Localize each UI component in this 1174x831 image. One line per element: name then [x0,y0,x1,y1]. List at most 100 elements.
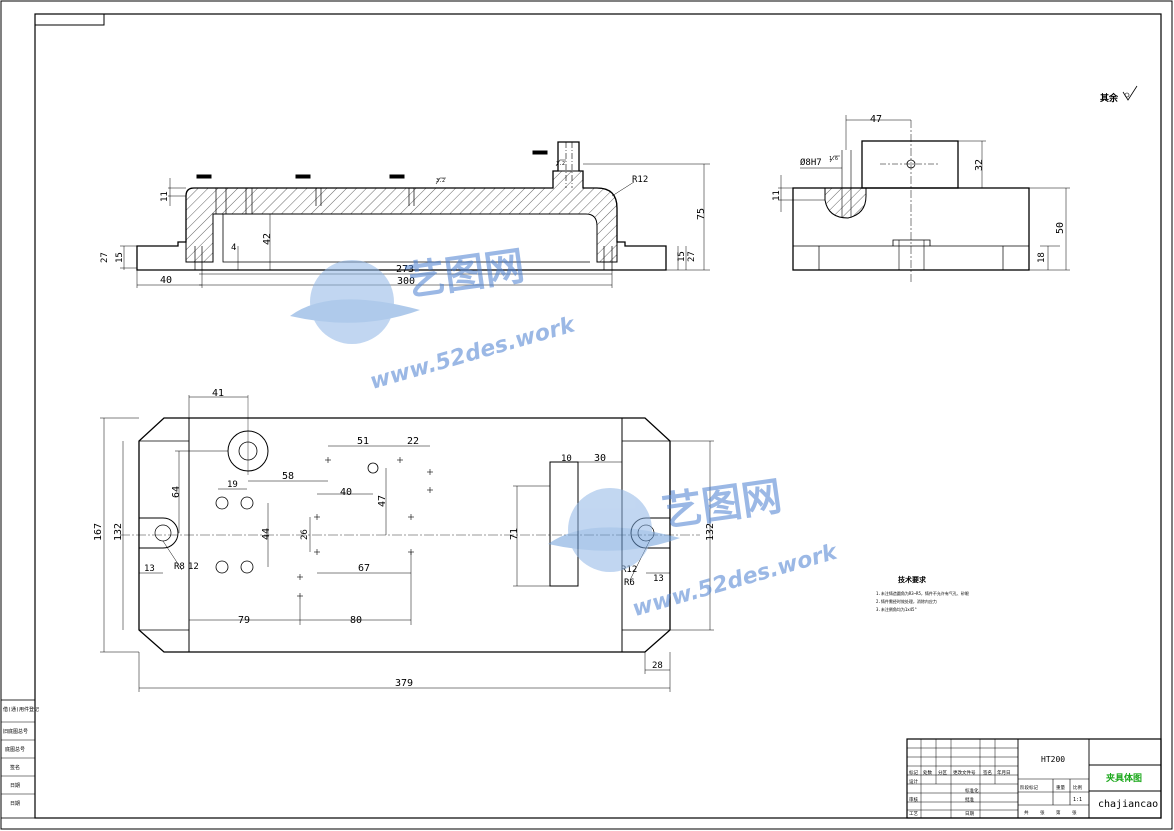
tv-dim-13-right: 13 [653,574,664,584]
tv-dim-51: 51 [357,436,369,447]
sv-dim-11: 11 [772,190,782,201]
sv-dim-47: 47 [870,114,882,125]
tv-dim-41: 41 [212,388,224,399]
left-strip: 借(通)用件登记 旧底图总号 底图总号 签名 日期 日期 [0,699,39,819]
tb-sheet-3: 第 [1056,809,1061,816]
tech-req-item-2: 2.铸件需经时效处理，消除内应力 [876,598,937,604]
surface-finish-note: 其余 [1100,85,1138,104]
fv-dim-300: 300 [397,276,415,287]
tv-dim-13-left: 13 [144,564,155,574]
tech-req-item-3: 3.未注倒角均为1x45° [876,606,917,612]
tv-dim-r12: R12 [621,565,637,575]
strip-label-5: 日期 [10,783,20,789]
title-block-text: 标记 处数 分区 更改文件号 签名 年月日 设计 标准化 审核 工艺 批准 日期… [909,755,1158,817]
tv-dim-79: 79 [238,615,250,626]
strip-label-1: 借(通)用件登记 [3,706,39,713]
fv-dim-273: 273 [396,264,414,275]
tv-dim-30: 30 [594,453,606,464]
tb-rev-h3: 分区 [938,769,947,776]
fv-dim-42: 42 [262,233,273,245]
surface-finish-label: 其余 [1100,92,1119,104]
tb-date: 日期 [965,811,974,817]
tv-dim-58: 58 [282,471,294,482]
tb-stage-h1: 阶段标记 [1020,784,1038,791]
tb-scale: 1:1 [1073,797,1082,803]
tv-dim-80: 80 [350,615,362,626]
tech-req-title: 技术要求 [898,575,927,584]
sv-roughness: 1.6 [829,156,838,162]
fv-dim-40: 40 [160,275,172,286]
tv-dim-40: 40 [340,487,352,498]
side-view-dimensions: 47 32 11 50 18 Ø8H7 1.6 [772,114,1066,263]
tv-dim-167: 167 [93,523,104,541]
tv-dim-10: 10 [561,454,572,464]
tb-approve: 批准 [965,796,974,803]
sv-dim-18: 18 [1037,252,1047,263]
watermark-1: 艺图网 www.52des.work [290,243,579,395]
fv-dim-27-right: 27 [687,251,697,262]
sv-dim-50: 50 [1055,222,1066,234]
fv-dim-27-left: 27 [100,252,110,263]
watermark-brand-1: 艺图网 [402,243,527,305]
front-view-dimensions: 11 75 42 4 27 15 40 273 300 27 15 R12 3.… [100,161,707,287]
fv-dim-4: 4 [231,243,236,253]
tv-dim-379: 379 [395,678,413,689]
tb-rev-h6: 年月日 [997,769,1011,776]
tech-req-item-1: 1.未注铸造圆角为R3~R5，铸件不允许有气孔、砂眼 [876,590,969,596]
title-block [906,738,1162,819]
tv-dim-64: 64 [171,486,182,498]
inner-frame [34,13,1162,819]
front-view [120,141,710,288]
tv-dim-22: 22 [407,436,419,447]
watermark-brand-2: 艺图网 [659,474,784,536]
tb-rev-h4: 更改文件号 [953,769,976,776]
tb-rev-h5: 签名 [983,769,992,776]
strip-label-6: 日期 [10,801,20,807]
watermark-2: 艺图网 www.52des.work [548,474,841,622]
tv-dim-r8: R8 [174,562,185,572]
tb-sheet-1: 共 [1024,809,1029,816]
tv-dim-132-left: 132 [113,523,124,541]
tb-drawing-title: 夹具体图 [1106,772,1142,784]
top-left-tag [34,13,105,26]
tv-dim-19: 19 [227,480,238,490]
tv-dim-67: 67 [358,563,370,574]
strip-label-2: 旧底图总号 [3,728,28,735]
tb-sheet-2: 张 [1040,809,1045,816]
fv-dim-r12: R12 [632,175,648,185]
tv-dim-44: 44 [261,528,272,540]
side-view [778,115,1070,282]
tv-dim-28: 28 [652,661,663,671]
fv-rough-1: 3.2 [436,178,445,184]
tv-dim-71: 71 [509,528,520,540]
tv-dim-26: 26 [300,529,310,540]
tv-dim-132-right: 132 [705,523,716,541]
tv-dim-12: 12 [188,562,199,572]
tb-stage-h2: 重量 [1056,784,1065,791]
tb-rev-h1: 标记 [909,769,918,776]
tb-rev-h2: 处数 [923,769,932,776]
fv-dim-15-left: 15 [115,252,125,263]
watermark-url-1: www.52des.work [367,312,579,395]
fv-rough-2: 3.2 [556,161,565,167]
tb-sheet-4: 张 [1072,809,1077,816]
tb-row-process: 工艺 [909,811,918,817]
sv-hole-callout: Ø8H7 [800,157,822,168]
tv-dim-r6: R6 [624,578,635,588]
fv-dim-15-right: 15 [677,251,687,262]
tb-drawing-number: chajiancao [1098,799,1158,810]
tb-stage-h3: 比例 [1073,784,1082,791]
tb-row-check: 审核 [909,796,918,803]
fv-dim-75: 75 [696,208,707,220]
tb-row-std: 标准化 [965,787,979,794]
strip-label-3: 底图总号 [5,746,25,753]
tv-dim-47: 47 [377,495,388,507]
tb-material: HT200 [1041,755,1065,764]
tech-requirements: 技术要求 1.未注铸造圆角为R3~R5，铸件不允许有气孔、砂眼 2.铸件需经时效… [876,575,969,612]
top-view-dimensions: 41 64 19 58 51 22 40 47 44 26 167 132 13… [93,388,716,689]
tb-row-design: 设计 [909,778,918,785]
sv-dim-32: 32 [974,159,985,171]
fv-dim-11: 11 [160,191,170,202]
